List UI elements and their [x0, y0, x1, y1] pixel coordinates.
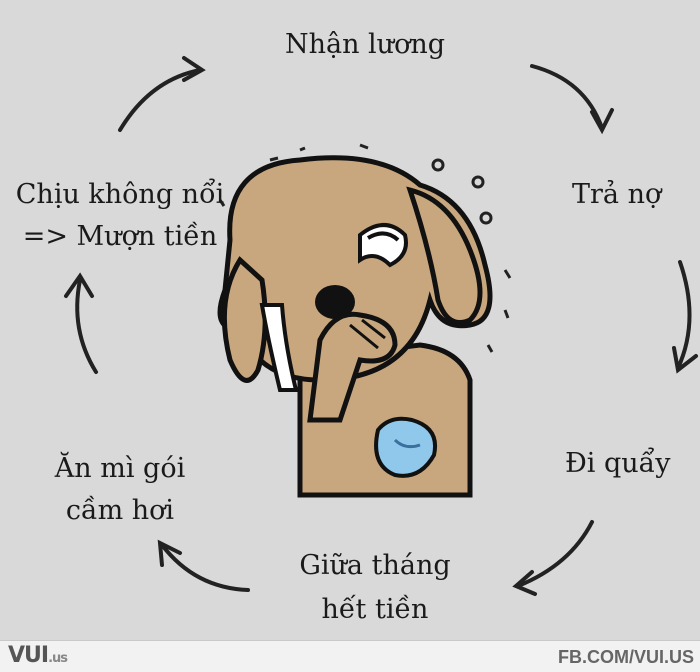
arrow-left: [75, 278, 98, 374]
cycle-step-bottom-line2: hết tiền: [321, 594, 429, 625]
vui-logo-text: VUI: [8, 643, 49, 668]
cycle-arrows-and-dog: [64, 56, 698, 596]
cycle-arrows: [64, 56, 698, 596]
arrow-left-head: [64, 272, 94, 298]
arrow-top-left-head: [182, 56, 206, 82]
cycle-step-left-line2: => Mượn tiền: [22, 221, 218, 252]
cycle-step-bottom-line1: Giữa tháng: [299, 550, 451, 581]
source-link: FB.COM/VUI.US: [557, 647, 694, 667]
dog-left-ear: [221, 256, 268, 383]
cycle-step-top: Nhận lương: [284, 29, 446, 60]
vui-logo-suffix: .us: [48, 651, 68, 666]
arrow-bottom-left-head: [157, 539, 182, 567]
dog-right-ear: [406, 186, 483, 325]
arrow-bottom-right: [516, 520, 594, 588]
arrow-top-right-head: [590, 108, 614, 135]
arrow-right-head: [672, 346, 698, 374]
vui-logo: VUI.us: [8, 643, 68, 668]
cycle-step-left: Chịu không nổi => Mượn tiền: [0, 174, 240, 258]
dog-paw: [307, 311, 398, 423]
arrow-top-right: [530, 64, 604, 130]
dog-nose: [315, 285, 355, 319]
cycle-step-left-lower-line2: cầm hơi: [65, 495, 175, 526]
crying-dog: [217, 143, 512, 498]
arrow-top-left: [118, 68, 202, 132]
dog-tear-stream: [259, 303, 299, 392]
arrow-bottom-right-head: [512, 570, 537, 596]
cycle-step-left-line1: Chịu không nổi: [15, 179, 225, 210]
arrow-right: [676, 260, 692, 370]
cycle-step-left-lower: Ăn mì gói cầm hơi: [20, 448, 220, 532]
cycle-step-bottom: Giữa tháng hết tiền: [250, 544, 500, 632]
watermark-footer: VUI.us FB.COM/VUI.US: [0, 640, 700, 672]
cycle-step-right: Trả nợ: [572, 179, 662, 210]
cycle-step-right-lower: Đi quẩy: [565, 448, 671, 479]
arrow-bottom-left: [160, 543, 250, 592]
meme-scene: Nhận lương Trả nợ Đi quẩy Giữa tháng hết…: [0, 29, 698, 632]
sweat-drops: [218, 143, 512, 353]
cycle-step-left-lower-line1: Ăn mì gói: [54, 453, 186, 484]
